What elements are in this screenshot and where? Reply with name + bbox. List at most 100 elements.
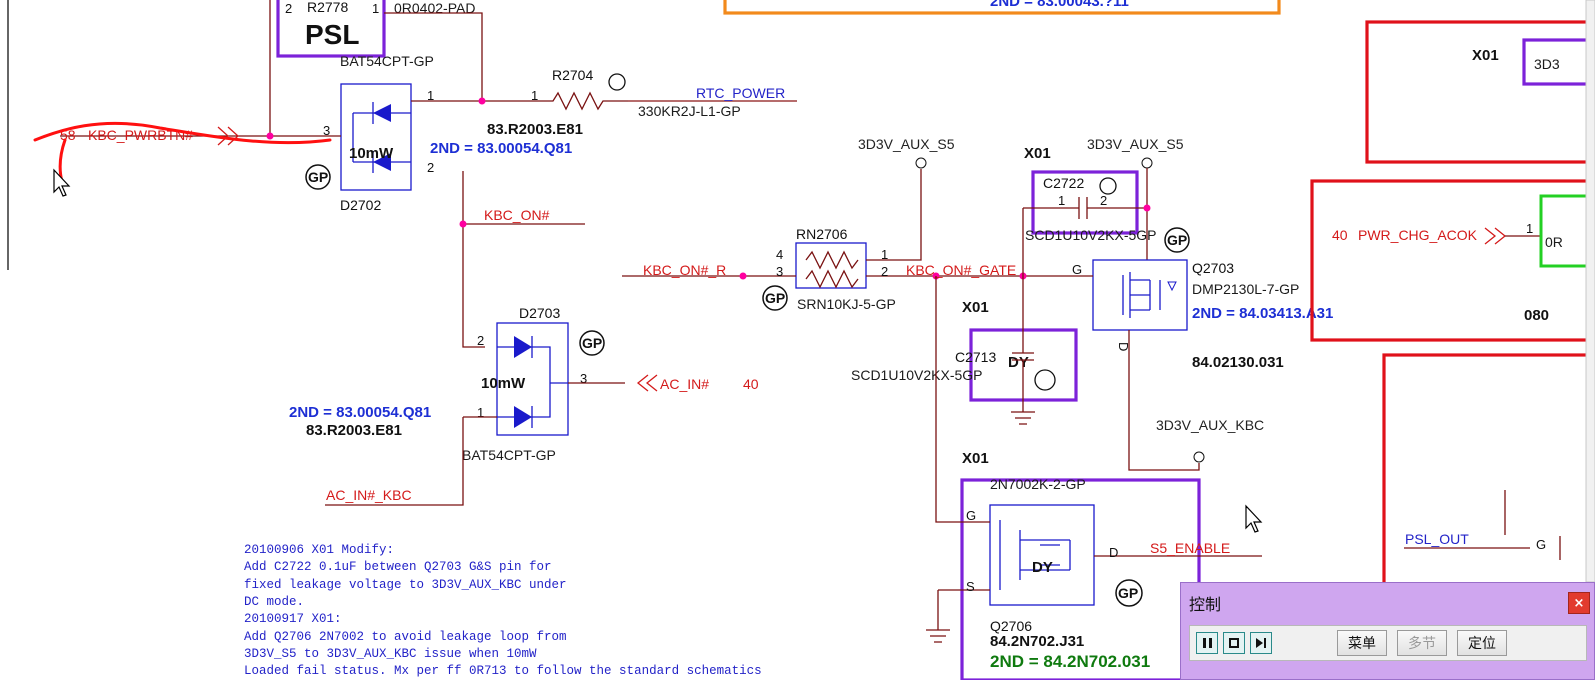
c2713-dy: DY — [1008, 354, 1029, 371]
d2703-ref: D2703 — [519, 305, 560, 321]
d2702-pin2: 2 — [427, 160, 434, 175]
d2702-pin3: 3 — [323, 123, 330, 138]
control-titlebar[interactable]: 控制 × — [1181, 583, 1594, 623]
step-icon — [1256, 638, 1266, 648]
right-violet-box — [1522, 38, 1595, 86]
d2703-pin3: 3 — [580, 371, 587, 386]
psl-out-wire — [1404, 490, 1561, 560]
q2703-pin-g: G — [1072, 262, 1082, 277]
kbc-on-r-label: KBC_ON#_R — [643, 262, 726, 278]
kbc-on-label: KBC_ON# — [484, 207, 550, 223]
q2706-pn: 2N7002K-2-GP — [990, 476, 1086, 492]
q2703-mosfet — [1122, 272, 1161, 318]
pause-button[interactable] — [1196, 632, 1218, 654]
top-2nd-label: 2ND = 83.00043.?11 — [990, 0, 1129, 10]
psl-highlight-box — [276, 0, 386, 58]
control-window[interactable]: 控制 × 菜单 多节 定位 — [1180, 582, 1595, 680]
q2706-gp-icon — [1115, 579, 1143, 607]
d2703-power: 10mW — [481, 375, 526, 392]
rn2706-gp-text: GP — [765, 290, 785, 306]
ac-in-kbc-label: AC_IN#_KBC — [326, 487, 412, 503]
q2703-wires — [1090, 275, 1200, 471]
ac-in-arrow — [636, 374, 658, 392]
gnd-q2706 — [926, 629, 950, 643]
q2706-alt: 2ND = 84.2N702.031 — [990, 652, 1150, 671]
pwr-3d3v-aux-kbc-symbol — [1193, 451, 1205, 463]
rn2706-gp-icon — [762, 285, 788, 311]
stop-icon — [1229, 638, 1239, 648]
rn2706-pin2: 2 — [881, 264, 888, 279]
q2703-body — [1092, 259, 1188, 331]
d2703-pin1: 1 — [477, 405, 484, 420]
kbc-pwrbtn-label: KBC_PWRBTN# — [88, 127, 193, 143]
right-scrollbar[interactable] — [1585, 0, 1595, 583]
rn2706-pn: SRN10KJ-5-GP — [797, 296, 896, 312]
r2704-gp-icon — [608, 73, 626, 91]
c2713-ref: C2713 — [955, 349, 996, 365]
ac-in-sheet: 40 — [743, 376, 759, 392]
q2706-pin-d: D — [1109, 545, 1118, 560]
d2703-lines — [497, 336, 568, 428]
step-button[interactable] — [1250, 632, 1272, 654]
psl-label: PSL — [305, 19, 359, 50]
d2702-diode-top-lines — [353, 102, 411, 124]
c2722-ref: C2722 — [1043, 175, 1084, 191]
pwr-chg-sheet: 40 — [1332, 227, 1348, 243]
right-pin-g: G — [1536, 537, 1546, 552]
ac-in-wires — [325, 382, 625, 506]
node-rtc — [478, 97, 486, 105]
multi-button[interactable]: 多节 — [1397, 630, 1447, 656]
pwr-chg-arrow — [1484, 227, 1507, 245]
r2778-ref: R2778 — [307, 0, 348, 15]
d2703-alt: 2ND = 83.00054.Q81 — [289, 404, 431, 421]
right-mid-box — [1310, 179, 1595, 342]
psl-wires — [269, 0, 483, 136]
rn2706-pin3: 3 — [776, 264, 783, 279]
r2704-pin1: 1 — [531, 88, 538, 103]
c2722-pin2: 2 — [1100, 193, 1107, 208]
pwr-3d3v-aux-s5-b-symbol — [1141, 157, 1153, 169]
d2703-pin2: 2 — [477, 333, 484, 348]
node-kbc-on — [459, 220, 467, 228]
x01-c2713: X01 — [962, 299, 989, 316]
right-top-box — [1365, 20, 1595, 164]
c2713-wires — [1012, 276, 1034, 412]
locate-button[interactable]: 定位 — [1457, 630, 1507, 656]
d2702-body — [340, 83, 412, 191]
q2706-body — [989, 504, 1095, 606]
note-line: 20100906 X01 Modify: — [244, 543, 394, 557]
q2706-pin-s: S — [966, 579, 975, 594]
rtc-power-label: RTC_POWER — [696, 85, 785, 101]
note-line: DC mode. — [244, 595, 304, 609]
close-button[interactable]: × — [1568, 592, 1590, 614]
note-line: fixed leakage voltage to 3D3V_AUX_KBC un… — [244, 578, 567, 592]
d2702-gp-icon — [305, 164, 331, 190]
q2706-gp-text: GP — [1118, 585, 1138, 601]
d2703-part: 83.R2003.E81 — [306, 422, 402, 439]
q2703-pn: DMP2130L-7-GP — [1192, 281, 1299, 297]
x01-q2706: X01 — [962, 450, 989, 467]
note-line: Loaded fail status. Mx per ff 0R713 to f… — [244, 664, 762, 678]
d2703-pn: BAT54CPT-GP — [462, 447, 556, 463]
control-toolbar: 菜单 多节 定位 — [1189, 625, 1587, 661]
q2706-highlight — [960, 478, 1201, 680]
revision-notes: 20100906 X01 Modify: Add C2722 0.1uF bet… — [244, 543, 762, 678]
c2722-gp-icon-2 — [1164, 227, 1190, 253]
psl-out-label: PSL_OUT — [1405, 531, 1469, 547]
mouse-cursor-icon — [1245, 504, 1263, 533]
r2778-pn: 0R0402-PAD — [394, 0, 475, 16]
pwr-chg-label: PWR_CHG_ACOK — [1358, 227, 1478, 243]
q2703-alt: 2ND = 84.03413.A31 — [1192, 305, 1333, 322]
kbc-on-gate-label: KBC_ON#_GATE — [906, 262, 1016, 278]
node-kbc-on-r — [739, 272, 747, 280]
r2704-pn: 330KR2J-L1-GP — [638, 103, 741, 119]
d2703-gp-icon — [579, 330, 605, 356]
d2702-ref: D2702 — [340, 197, 381, 213]
menu-button[interactable]: 菜单 — [1337, 630, 1387, 656]
rn2706-wires — [622, 169, 1090, 277]
note-line: Add C2722 0.1uF between Q2703 G&S pin fo… — [244, 560, 552, 574]
r2778-pin2: 2 — [285, 1, 292, 16]
note-line: 3D3V_S5 to 3D3V_AUX_KBC issue when 10mW — [244, 647, 537, 661]
stop-button[interactable] — [1223, 632, 1245, 654]
